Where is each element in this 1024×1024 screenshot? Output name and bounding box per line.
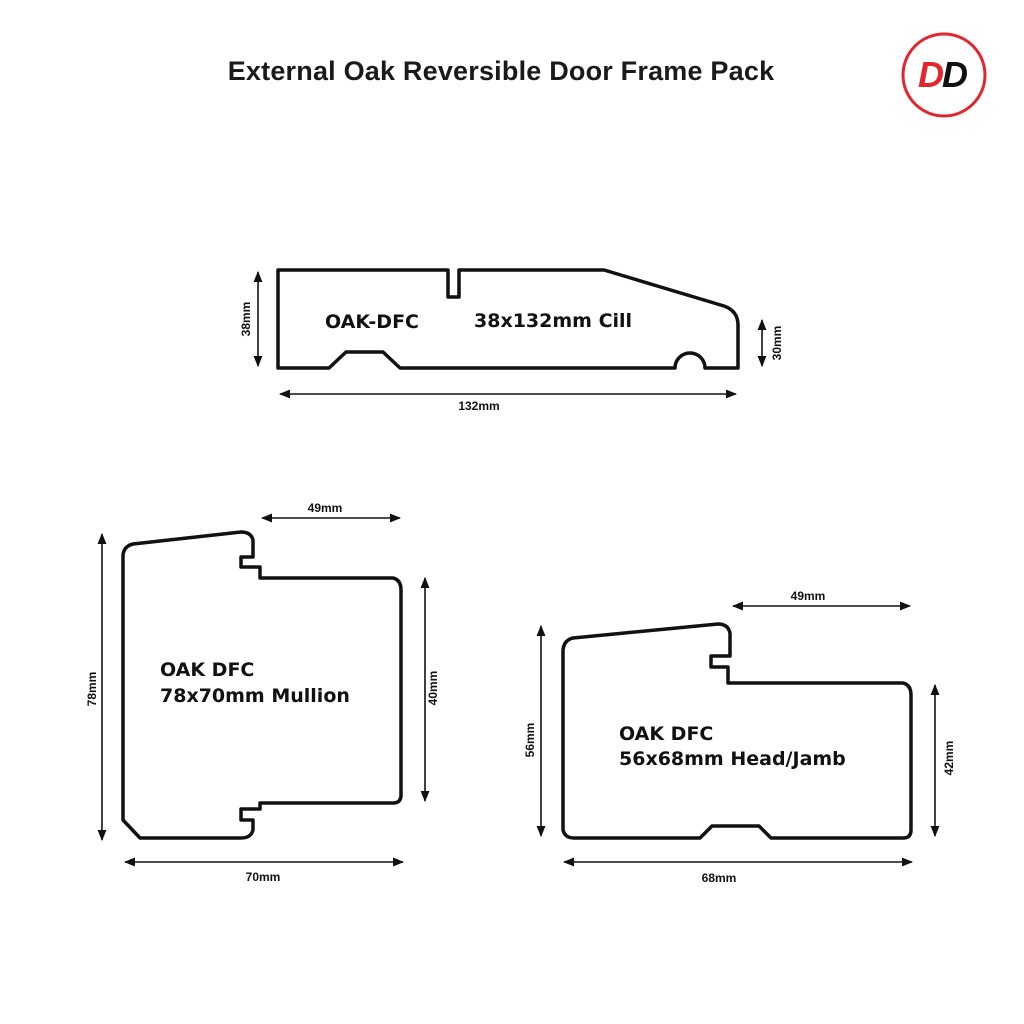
head-jamb-profile-group: 49mm 56mm 42mm 68mm OAK DFC 56x68mm Head… — [523, 589, 956, 885]
logo-ring — [901, 32, 987, 118]
cill-right-height-label: 30mm — [770, 326, 784, 361]
mullion-line1-label: OAK DFC — [160, 659, 254, 681]
mullion-line2-label: 78x70mm Mullion — [160, 685, 350, 707]
head-jamb-line2-label: 56x68mm Head/Jamb — [619, 748, 846, 770]
mullion-top-label: 49mm — [308, 501, 343, 515]
mullion-right-label: 40mm — [426, 671, 440, 706]
cill-height-label: 38mm — [239, 302, 253, 337]
cill-profile-outline — [276, 268, 740, 370]
mullion-profile-group: 49mm 78mm 40mm 70mm OAK DFC 78x70mm Mull… — [85, 501, 440, 884]
mullion-profile-outline — [121, 530, 403, 840]
head-jamb-top-label: 49mm — [791, 589, 826, 603]
head-jamb-line1-label: OAK DFC — [619, 723, 713, 745]
page-title: External Oak Reversible Door Frame Pack — [227, 56, 775, 86]
mullion-height-label: 78mm — [85, 672, 99, 707]
dd-logo: D D — [901, 32, 987, 118]
head-jamb-right-label: 42mm — [942, 741, 956, 776]
mullion-width-label: 70mm — [246, 870, 281, 884]
logo-letter-1: D — [918, 54, 944, 95]
cill-width-label: 132mm — [458, 399, 499, 413]
cill-profile-group: 38mm 30mm 132mm OAK-DFC 38x132mm Cill — [239, 268, 784, 413]
head-jamb-height-label: 56mm — [523, 723, 537, 758]
head-jamb-width-label: 68mm — [702, 871, 737, 885]
head-jamb-profile-outline — [561, 622, 913, 840]
cill-size-label: 38x132mm Cill — [474, 310, 632, 332]
cill-code-label: OAK-DFC — [325, 311, 419, 333]
logo-letter-2: D — [942, 54, 968, 95]
